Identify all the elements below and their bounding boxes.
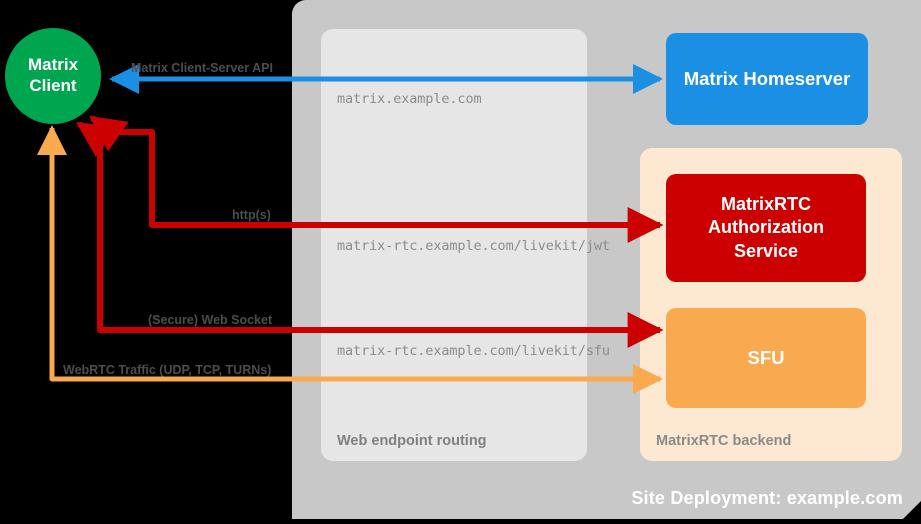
flow-label-web-socket: (Secure) Web Socket xyxy=(148,313,273,327)
corner-notch xyxy=(903,501,921,519)
matrix-homeserver-box[interactable]: Matrix Homeserver xyxy=(666,33,868,125)
site-deployment-label: Site Deployment: example.com xyxy=(631,488,903,508)
client-line-1: Matrix xyxy=(27,55,79,75)
endpoint-url-matrix: matrix.example.com xyxy=(337,91,482,107)
web-endpoint-routing-group: matrix.example.com matrix-rtc.example.co… xyxy=(321,29,610,461)
flow-label-https: http(s) xyxy=(232,208,271,222)
flow-label-matrix-client-server-api: Matrix Client-Server API xyxy=(131,61,273,75)
sfu-label: SFU xyxy=(747,347,785,369)
matrixrtc-authorization-service-label: MatrixRTC Authorization Service xyxy=(708,193,824,262)
flow-label-webrtc-traffic: WebRTC Traffic (UDP, TCP, TURNs) xyxy=(63,363,272,377)
matrix-client-label: Matrix Client xyxy=(28,55,78,96)
web-endpoint-routing-label: Web endpoint routing xyxy=(337,433,487,449)
matrix-client-node[interactable]: Matrix Client xyxy=(5,28,101,124)
auth-line-1: MatrixRTC xyxy=(720,194,811,215)
auth-line-3: Service xyxy=(733,240,799,261)
matrix-homeserver-label: Matrix Homeserver xyxy=(683,68,851,90)
matrixrtc-backend-label: MatrixRTC backend xyxy=(656,433,792,449)
endpoint-url-jwt: matrix-rtc.example.com/livekit/jwt xyxy=(337,238,610,254)
auth-line-2: Authorization xyxy=(708,217,824,238)
endpoint-url-sfu: matrix-rtc.example.com/livekit/sfu xyxy=(337,343,610,359)
sfu-box[interactable]: SFU xyxy=(666,308,866,408)
matrixrtc-authorization-service-box[interactable]: MatrixRTC Authorization Service xyxy=(666,174,866,282)
client-line-2: Client xyxy=(29,76,77,95)
